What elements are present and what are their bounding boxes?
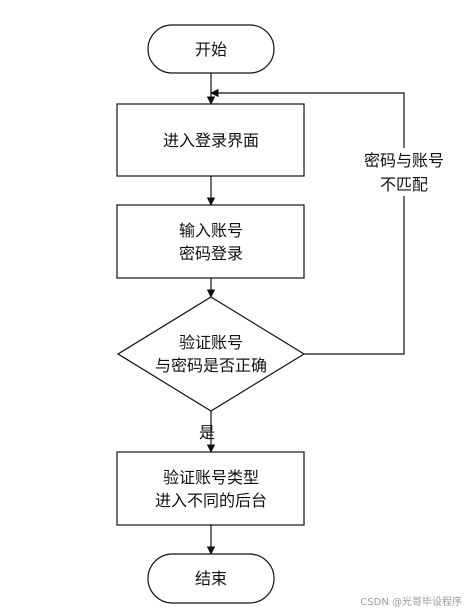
decision-line-1: 验证账号 [179,333,243,352]
account-type-line-2: 进入不同的后台 [155,491,267,510]
input-credentials-line-1: 输入账号 [179,221,243,240]
loop-label-background [346,148,464,196]
loop-label-line-2: 不匹配 [380,175,428,194]
end-terminal [147,553,275,604]
account-type-box [116,451,305,526]
login-screen-label: 进入登录界面 [163,131,259,150]
decision-line-2: 与密码是否正确 [155,356,267,375]
loop-back-mismatch-path [210,88,405,355]
end-label: 结束 [195,569,227,588]
loop-label-line-1: 密码与账号 [364,151,444,170]
input-credentials-box [116,204,305,279]
start-label: 开始 [195,40,227,59]
yes-label: 是 [199,423,215,442]
account-type-line-1: 验证账号类型 [163,468,259,487]
verify-credentials-decision [116,296,306,412]
login-screen-box [116,103,305,177]
watermark-text: CSDN @光哥毕设程序 [360,595,462,608]
input-credentials-line-2: 密码登录 [179,244,243,263]
